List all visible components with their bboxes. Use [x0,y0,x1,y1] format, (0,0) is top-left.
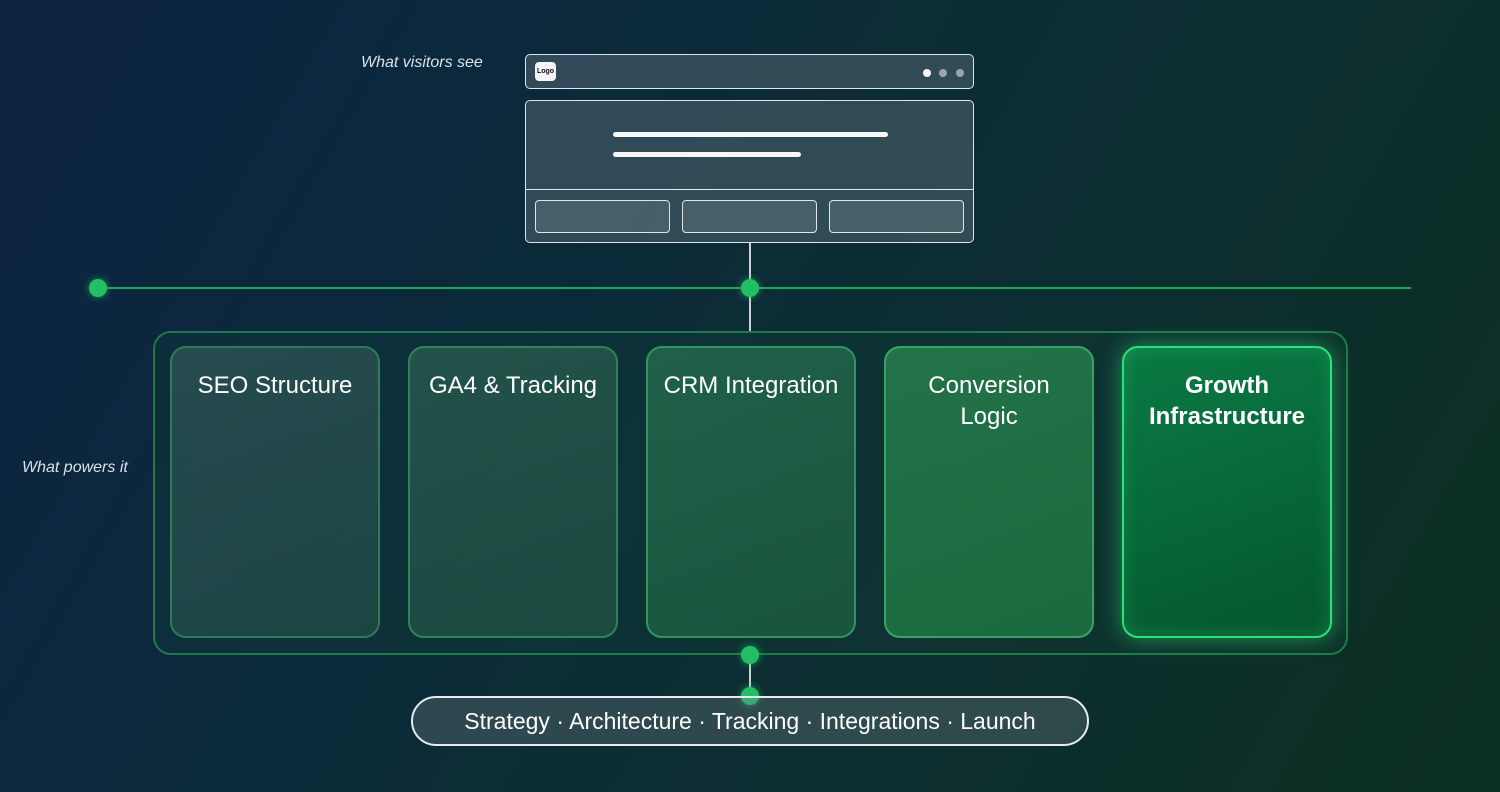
connector-vertical [749,655,751,697]
layer-card-title: Conversion Logic [928,372,1050,430]
browser-page-mockup [525,100,974,243]
window-dot-icon [956,69,964,77]
window-dot-icon [939,69,947,77]
mockup-card [682,200,817,233]
hero-text-line [613,132,888,137]
hero-divider [526,189,973,190]
layer-card-crm: CRM Integration [646,346,856,638]
layer-card-title: CRM Integration [663,372,839,399]
layer-card-title: Growth Infrastructure [1148,372,1306,430]
window-dot-icon [923,69,931,77]
layer-card-seo: SEO Structure [170,346,380,638]
caption-powers: What powers it [22,459,128,476]
mockup-card [535,200,670,233]
layer-card-title: GA4 & Tracking [428,372,598,399]
layer-card-ga4: GA4 & Tracking [408,346,618,638]
logo-badge: Logo [535,62,556,81]
hero-text-line [613,152,801,157]
node-dot-icon [741,279,759,297]
layer-card-title: SEO Structure [197,372,353,399]
node-dot-icon [89,279,107,297]
mockup-card [829,200,964,233]
layer-card-growth: Growth Infrastructure [1122,346,1332,638]
process-pill: Strategy · Architecture · Tracking · Int… [411,696,1089,746]
node-dot-icon [741,646,759,664]
caption-visitors: What visitors see [361,54,483,71]
layer-card-conversion: Conversion Logic [884,346,1094,638]
browser-header-mockup: Logo [525,54,974,89]
